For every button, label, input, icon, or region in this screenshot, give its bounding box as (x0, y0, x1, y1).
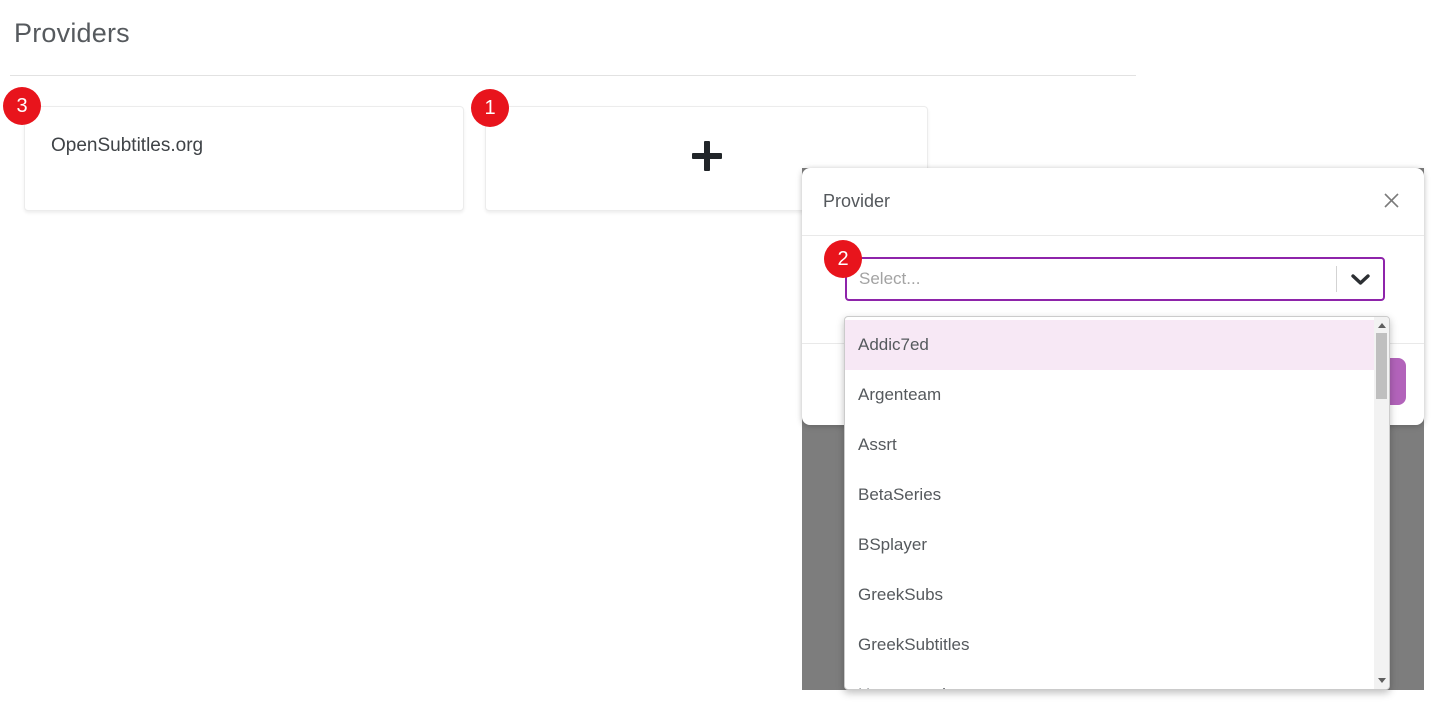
annotation-badge-3: 3 (3, 87, 41, 125)
scroll-up-arrow[interactable] (1374, 318, 1389, 333)
provider-option[interactable]: BSplayer (858, 535, 927, 554)
add-provider-card[interactable] (485, 106, 928, 211)
dropdown-scrollbar[interactable] (1374, 317, 1389, 689)
provider-options-list: Addic7ed Argenteam Assrt BetaSeries BSpl… (845, 317, 1374, 689)
provider-option[interactable]: Assrt (858, 435, 897, 454)
close-button[interactable] (1376, 187, 1406, 217)
provider-option[interactable]: GreekSubs (858, 585, 944, 604)
provider-card-opensubtitles[interactable]: OpenSubtitles.org (24, 106, 464, 211)
close-x-icon (1383, 192, 1400, 212)
modal-body: Select... (802, 236, 1424, 344)
provider-option[interactable]: Argenteam (858, 385, 942, 404)
scroll-down-arrow[interactable] (1374, 673, 1389, 688)
modal-title: Provider (823, 191, 891, 211)
provider-option[interactable]: BetaSeries (858, 485, 942, 504)
page-title: Providers (14, 18, 130, 48)
provider-option[interactable]: Hosszupuska (845, 670, 1374, 689)
chevron-down-icon (1337, 259, 1383, 299)
modal-header: Provider (802, 168, 1424, 236)
select-placeholder: Select... (859, 269, 921, 288)
provider-dropdown-menu: Addic7ed Argenteam Assrt BetaSeries BSpl… (844, 316, 1390, 690)
scrollbar-thumb[interactable] (1376, 333, 1387, 399)
provider-select[interactable]: Select... (845, 257, 1385, 301)
title-divider (10, 75, 1136, 76)
provider-card-label: OpenSubtitles.org (51, 135, 204, 156)
plus-icon (690, 139, 724, 178)
provider-option[interactable]: Addic7ed (845, 320, 1374, 370)
annotation-badge-2: 2 (824, 240, 862, 278)
annotation-badge-1: 1 (471, 89, 509, 127)
provider-option[interactable]: GreekSubtitles (858, 635, 970, 654)
select-divider (1336, 266, 1337, 292)
